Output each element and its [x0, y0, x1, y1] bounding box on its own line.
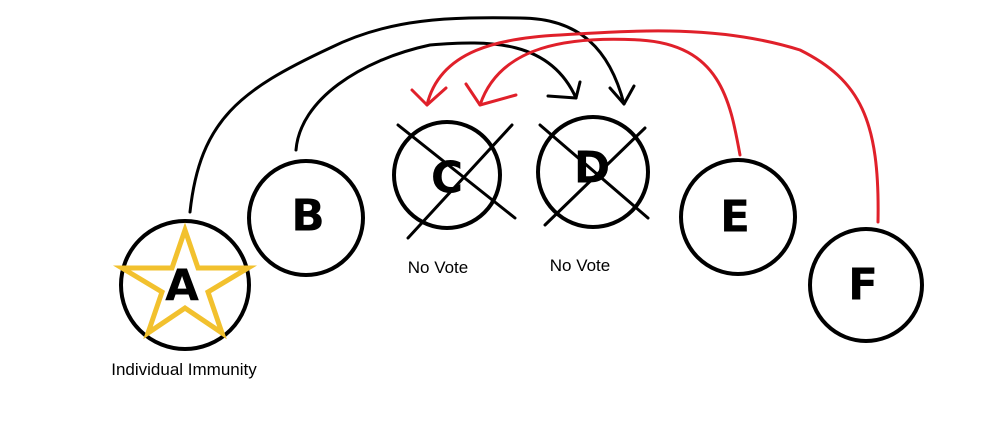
node-a-label: A — [165, 261, 199, 312]
vote-arc-b-to-d — [294, 41, 578, 152]
node-d-cross-line-1 — [538, 123, 650, 220]
node-d: D No Vote — [536, 115, 650, 275]
node-e-label: E — [720, 192, 750, 243]
vote-arc-a-to-d — [188, 16, 626, 214]
node-f-label: F — [848, 260, 878, 311]
node-a: A Individual Immunity — [111, 219, 258, 379]
node-a-caption: Individual Immunity — [111, 360, 257, 379]
arrowhead-e — [464, 82, 518, 107]
vote-arc-f-to-c — [425, 29, 880, 224]
arrowhead-b — [546, 80, 582, 100]
node-e-circle — [679, 158, 797, 276]
vote-arcs — [188, 16, 880, 224]
node-c-cross-line-2 — [406, 123, 514, 240]
node-c-caption: No Vote — [408, 258, 469, 277]
immunity-star-icon — [112, 222, 258, 340]
arrowhead-a — [608, 84, 636, 106]
node-c: C No Vote — [392, 120, 517, 277]
node-f-circle — [808, 227, 924, 343]
node-d-cross-line-2 — [543, 126, 647, 227]
node-b-label: B — [291, 191, 325, 242]
node-c-cross-line-1 — [396, 123, 517, 220]
node-b-circle — [247, 159, 365, 277]
node-c-circle — [392, 120, 502, 230]
node-b: B — [247, 159, 365, 277]
node-d-caption: No Vote — [550, 256, 611, 275]
node-f: F — [808, 227, 924, 343]
arrowhead-f — [410, 86, 448, 107]
vote-arc-e-to-c — [478, 37, 742, 157]
node-e: E — [679, 158, 797, 276]
vote-arrowheads — [410, 80, 636, 107]
